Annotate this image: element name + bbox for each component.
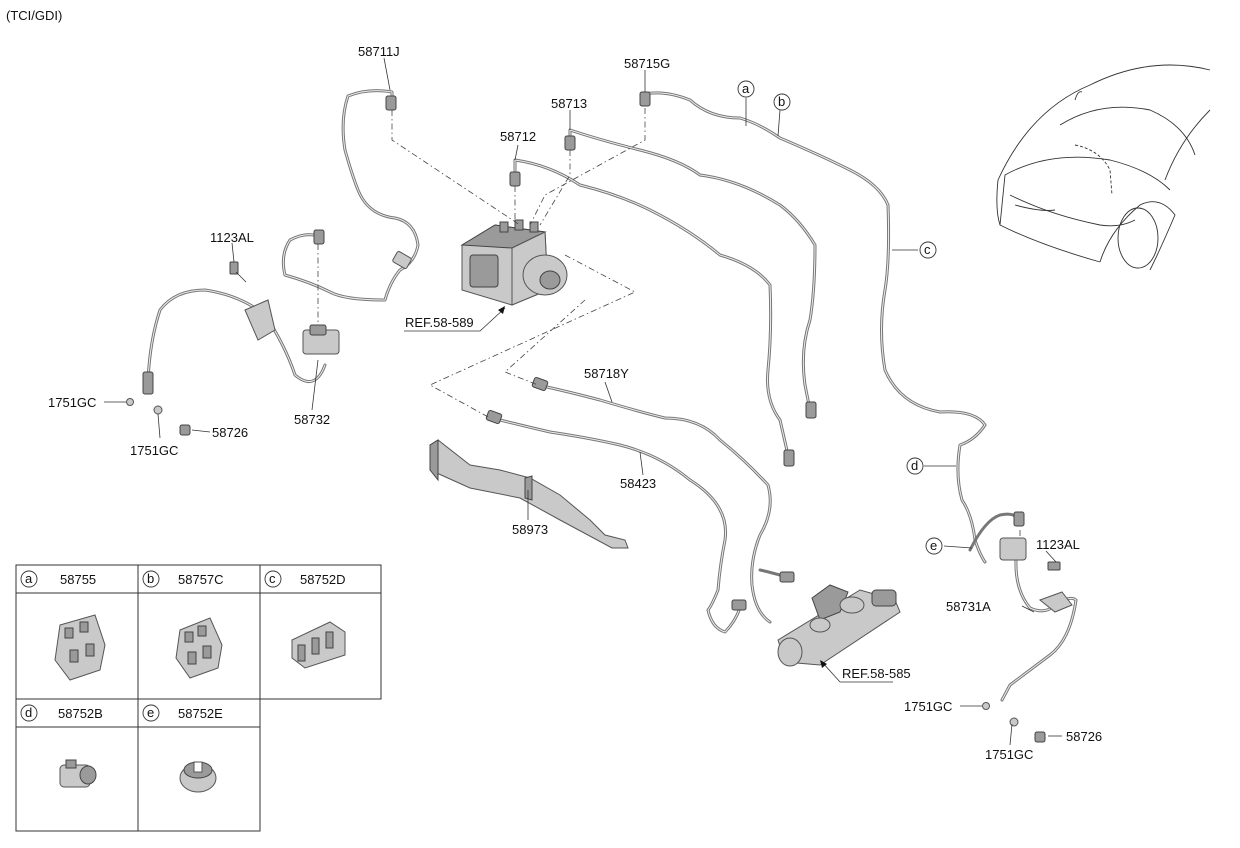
ref-58-585-pointer xyxy=(820,660,893,683)
label-58726-left: 58726 xyxy=(212,425,248,440)
svg-text:c: c xyxy=(924,242,931,257)
legend-cell-b[interactable]: b 58757C xyxy=(142,570,224,679)
label-58712: 58712 xyxy=(500,129,536,144)
clip-marker-c[interactable]: c xyxy=(919,241,937,259)
brake-tube-58423[interactable] xyxy=(485,409,747,634)
label-1123AL-left: 1123AL xyxy=(210,230,254,245)
clip-58752D-icon xyxy=(291,621,346,669)
clip-marker-a[interactable]: a xyxy=(737,80,755,98)
svg-text:c: c xyxy=(269,571,276,586)
ref-58-589-label[interactable]: REF.58-589 xyxy=(405,315,474,330)
legend-cell-a[interactable]: a 58755 xyxy=(20,570,106,681)
clip-marker-b[interactable]: b xyxy=(773,93,791,111)
brake-tube-58711J[interactable] xyxy=(281,89,420,302)
svg-text:d: d xyxy=(25,705,32,720)
legend-cell-d[interactable]: d 58752B xyxy=(20,704,103,788)
legend-part-58755: 58755 xyxy=(60,572,96,587)
clip-legend-table xyxy=(15,564,382,832)
label-58715G: 58715G xyxy=(624,56,670,71)
label-1751GC-right-top: 1751GC xyxy=(904,699,952,714)
svg-text:a: a xyxy=(25,571,33,586)
brake-hose-right[interactable] xyxy=(968,511,1078,743)
svg-text:e: e xyxy=(930,538,937,553)
legend-cell-c[interactable]: c 58752D xyxy=(264,570,346,669)
svg-text:b: b xyxy=(778,94,785,109)
label-1123AL-right: 1123AL xyxy=(1036,537,1080,552)
legend-part-58752D: 58752D xyxy=(300,572,346,587)
bolt-icon[interactable] xyxy=(229,261,247,283)
ref-58-589-pointer xyxy=(404,306,506,332)
svg-text:d: d xyxy=(911,458,918,473)
label-58711J: 58711J xyxy=(358,44,400,59)
clip-58757C-icon xyxy=(175,617,223,679)
label-58718Y: 58718Y xyxy=(584,366,629,381)
svg-text:b: b xyxy=(147,571,154,586)
clip-marker-e[interactable]: e xyxy=(925,537,943,555)
label-58731A: 58731A xyxy=(946,599,991,614)
brake-tube-58718Y[interactable] xyxy=(531,376,795,624)
label-1751GC-left-bottom: 1751GC xyxy=(130,443,178,458)
label-1751GC-right-bottom: 1751GC xyxy=(985,747,1033,762)
leader-lines xyxy=(104,57,1062,746)
clip-58752E-icon xyxy=(179,761,217,793)
connection-lines xyxy=(317,108,1021,540)
label-58726-right: 58726 xyxy=(1066,729,1102,744)
clip-58755-icon xyxy=(54,614,106,681)
vehicle-front-icon xyxy=(996,64,1211,271)
svg-text:e: e xyxy=(147,705,154,720)
svg-text:a: a xyxy=(742,81,750,96)
bracket-icon[interactable] xyxy=(429,439,629,549)
brake-tube-58715G[interactable] xyxy=(639,91,987,564)
clip-58752B-icon xyxy=(59,759,97,788)
brake-tube-58712[interactable] xyxy=(509,158,795,467)
label-58973: 58973 xyxy=(512,522,548,537)
clip-marker-d[interactable]: d xyxy=(906,457,924,475)
brake-tube-58713[interactable] xyxy=(564,128,817,419)
label-58732: 58732 xyxy=(294,412,330,427)
legend-cell-e[interactable]: e 58752E xyxy=(142,704,223,793)
label-58713: 58713 xyxy=(551,96,587,111)
legend-part-58752B: 58752B xyxy=(58,706,103,721)
legend-part-58752E: 58752E xyxy=(178,706,223,721)
label-1751GC-left-top: 1751GC xyxy=(48,395,96,410)
ref-58-585-label[interactable]: REF.58-585 xyxy=(842,666,911,681)
brake-hose-icon[interactable] xyxy=(142,288,340,395)
washer-icon[interactable] xyxy=(126,398,191,436)
variant-label: (TCI/GDI) xyxy=(6,8,62,23)
master-cylinder-icon[interactable] xyxy=(777,584,901,667)
legend-part-58757C: 58757C xyxy=(178,572,224,587)
abs-modulator-icon[interactable] xyxy=(460,219,568,306)
label-58423: 58423 xyxy=(620,476,656,491)
